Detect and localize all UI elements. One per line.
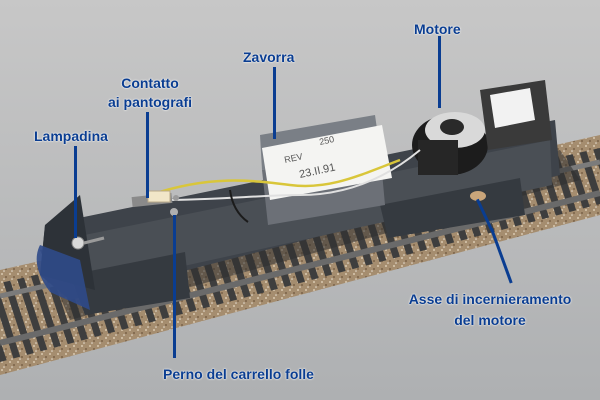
label-asse: Asse di incernieramento del motore — [400, 291, 580, 328]
label-contatto-line1: Contatto — [121, 75, 179, 91]
sticker-text-3: 250 — [318, 134, 335, 147]
bogie-rear — [380, 178, 525, 238]
motor-hub — [440, 119, 464, 135]
leader-contatto — [146, 112, 149, 198]
motor-housing — [418, 140, 458, 175]
leader-motore — [438, 36, 441, 108]
label-contatto-line2: ai pantografi — [107, 94, 192, 110]
leader-lampadina — [74, 146, 77, 238]
motor-magnet-label — [490, 88, 535, 128]
label-lampadina: Lampadina — [34, 128, 108, 144]
bogie-front — [70, 252, 190, 315]
label-motore: Motore — [414, 21, 461, 37]
label-contatto: Contatto ai pantografi — [80, 75, 220, 110]
leader-perno — [173, 215, 176, 358]
pantograph-contact-screw — [173, 195, 179, 201]
lamp-bulb — [71, 236, 85, 250]
label-perno: Perno del carrello folle — [163, 366, 314, 382]
yellow-wire — [149, 158, 401, 197]
leader-zavorra — [273, 67, 276, 139]
sticker-text-1: REV — [283, 151, 303, 165]
lamp-holder — [83, 236, 105, 245]
label-asse-line2: del motore — [454, 312, 526, 328]
black-wire — [229, 189, 249, 223]
label-asse-line1: Asse di incernieramento — [408, 291, 572, 307]
motor-hinge-axle — [470, 191, 486, 201]
pantograph-contact-insulator — [147, 190, 171, 203]
label-zavorra: Zavorra — [243, 49, 295, 65]
front-skirt — [36, 245, 90, 310]
ballast-sticker — [262, 125, 392, 200]
white-wire — [159, 149, 421, 201]
idler-bogie-pivot — [170, 208, 178, 216]
